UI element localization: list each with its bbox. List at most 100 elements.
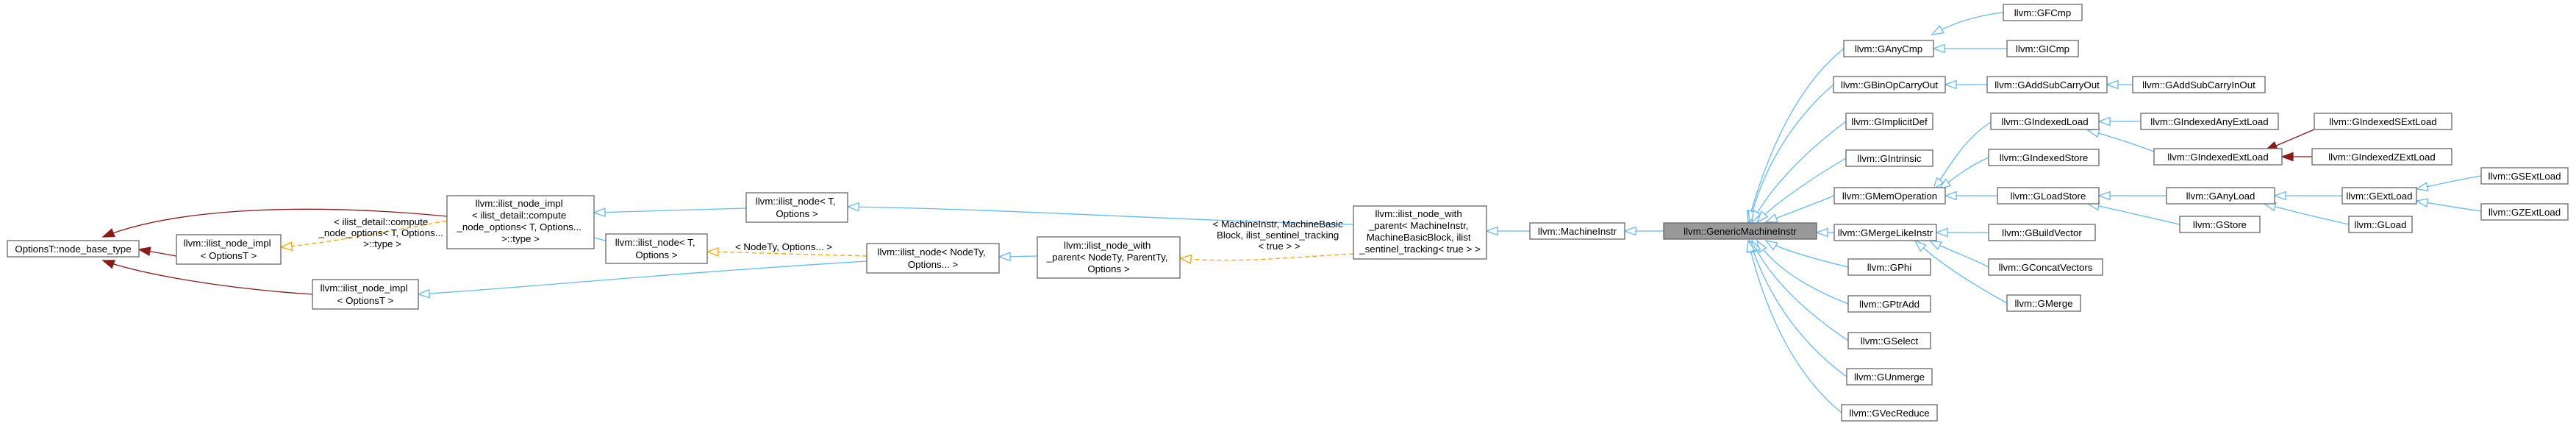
node-gunmerge[interactable]: llvm::GUnmerge	[1846, 368, 1933, 386]
edge-gindexedstore-to-gmemop	[1938, 157, 1989, 191]
edge-gunmerge-to-generic	[1748, 239, 1847, 377]
node-gptradd[interactable]: llvm::GPtrAdd	[1847, 295, 1931, 313]
node-ilist-node-nodety[interactable]: llvm::ilist_node< NodeTy, Options... >	[866, 243, 1000, 274]
node-gconcatvectors[interactable]: llvm::GConcatVectors	[1988, 258, 2103, 276]
svg-text:llvm::GPtrAdd: llvm::GPtrAdd	[1859, 299, 1920, 310]
node-gmergelikeinstr[interactable]: llvm::GMergeLikeInstr	[1833, 224, 1937, 241]
svg-text:llvm::GSExtLoad: llvm::GSExtLoad	[2488, 171, 2561, 182]
svg-text:llvm::GMemOperation: llvm::GMemOperation	[1842, 191, 1937, 202]
edge-gindexedextload-to-gindexedload	[2086, 128, 2155, 152]
edge-gimplicitdef-to-generic	[1751, 121, 1847, 224]
svg-text:llvm::GICmp: llvm::GICmp	[2016, 43, 2069, 54]
svg-text:llvm::GConcatVectors: llvm::GConcatVectors	[1999, 262, 2093, 273]
node-gphi[interactable]: llvm::GPhi	[1847, 258, 1931, 276]
svg-text:llvm::ilist_node< T,: llvm::ilist_node< T, Options >	[615, 237, 698, 260]
nodes: OptionsT::node_base_type llvm::ilist_nod…	[7, 4, 2569, 422]
node-gindexedload[interactable]: llvm::GIndexedLoad	[1990, 113, 2100, 130]
svg-text:llvm::ilist_node_impl: llvm::ilist_node_impl < ilist_detail::co…	[456, 198, 584, 244]
svg-text:llvm::GIndexedSExtLoad: llvm::GIndexedSExtLoad	[2329, 116, 2436, 127]
edge-gmerge-to-gmergelike	[1914, 239, 2008, 304]
edge-mi-parent-to-tmpl	[1178, 253, 1354, 264]
node-gindexedextload[interactable]: llvm::GIndexedExtLoad	[2153, 148, 2283, 166]
edge-gsextload-to-gextload	[2415, 175, 2482, 191]
node-gimplicitdef[interactable]: llvm::GImplicitDef	[1845, 113, 1933, 130]
node-gmerge[interactable]: llvm::GMerge	[2006, 294, 2081, 312]
node-gvecreduce[interactable]: llvm::GVecReduce	[1841, 404, 1938, 422]
node-gintrinsic[interactable]: llvm::GIntrinsic	[1845, 149, 1933, 167]
svg-text:llvm::GLoad: llvm::GLoad	[2355, 219, 2407, 230]
edge-nodety-to-ilist-node-T2	[706, 247, 867, 257]
svg-text:llvm::GSelect: llvm::GSelect	[1861, 336, 1919, 347]
node-gindexedzextload[interactable]: llvm::GIndexedZExtLoad	[2311, 148, 2452, 166]
svg-text:llvm::GExtLoad: llvm::GExtLoad	[2346, 191, 2412, 202]
node-ilist-node-impl-optionsT-bottom[interactable]: llvm::ilist_node_impl < OptionsT >	[312, 279, 419, 310]
node-gload[interactable]: llvm::GLoad	[2348, 216, 2413, 233]
svg-text:llvm::GMergeLikeInstr: llvm::GMergeLikeInstr	[1838, 227, 1933, 238]
svg-text:llvm::ilist_node_impl: llvm::ilist_node_impl < OptionsT >	[184, 238, 274, 261]
node-gfcmp[interactable]: llvm::GFCmp	[2003, 4, 2083, 21]
edge-gselect-to-generic	[1751, 239, 1849, 341]
svg-text:llvm::GAnyCmp: llvm::GAnyCmp	[1855, 43, 1922, 54]
node-gextload[interactable]: llvm::GExtLoad	[2341, 187, 2417, 205]
node-ilist-node-T-options-top[interactable]: llvm::ilist_node< T, Options >	[745, 192, 848, 223]
node-gindexedstore[interactable]: llvm::GIndexedStore	[1988, 149, 2100, 166]
node-ilist-node-with-parent-template[interactable]: llvm::ilist_node_with _parent< NodeTy, P…	[1037, 236, 1181, 279]
svg-text:llvm::GAnyLoad: llvm::GAnyLoad	[2186, 191, 2255, 202]
edge-gintrinsic-to-generic	[1756, 157, 1847, 224]
edge-gptradd-to-generic	[1756, 239, 1849, 305]
svg-text:llvm::GIndexedAnyExtLoad: llvm::GIndexedAnyExtLoad	[2150, 116, 2268, 127]
svg-text:llvm::GIndexedStore: llvm::GIndexedStore	[2000, 152, 2088, 163]
edge-label-compute-to-optionsT: < ilist_detail::compute _node_options< T…	[318, 216, 446, 249]
node-gsextload[interactable]: llvm::GSExtLoad	[2480, 167, 2569, 185]
node-ganyload[interactable]: llvm::GAnyLoad	[2166, 187, 2275, 205]
svg-text:llvm::MachineInstr: llvm::MachineInstr	[1538, 226, 1617, 237]
node-machine-instr[interactable]: llvm::MachineInstr	[1529, 222, 1625, 240]
svg-text:llvm::ilist_node_with: llvm::ilist_node_with _parent< NodeTy, P…	[1046, 240, 1170, 274]
node-gicmp[interactable]: llvm::GICmp	[2006, 40, 2079, 57]
edge-ilist-node-T-to-compute	[593, 207, 747, 217]
svg-text:llvm::GMerge: llvm::GMerge	[2014, 298, 2072, 309]
edge-gstore-to-gloadstore	[2086, 201, 2180, 225]
svg-text:llvm::GIndexedExtLoad: llvm::GIndexedExtLoad	[2167, 152, 2268, 163]
node-gaddsubcarryinout[interactable]: llvm::GAddSubCarryInOut	[2132, 76, 2266, 93]
edge-gmemop-to-generic	[1764, 195, 1835, 223]
svg-text:llvm::GPhi: llvm::GPhi	[1867, 262, 1912, 273]
svg-text:llvm::ilist_node< T,: llvm::ilist_node< T, Options >	[756, 196, 838, 219]
node-options-node-base-type[interactable]: OptionsT::node_base_type	[7, 240, 140, 258]
node-ilist-node-impl-compute[interactable]: llvm::ilist_node_impl < ilist_detail::co…	[446, 195, 595, 249]
edge-gconcatvectors-to-gmergelike	[1928, 240, 1989, 268]
edge-tmpl-to-nodety	[998, 252, 1038, 262]
node-gstore[interactable]: llvm::GStore	[2179, 216, 2261, 233]
edge-gload-to-ganyload	[2263, 202, 2350, 225]
edge-label-mi-to-tmpl: < MachineInstr, MachineBasic Block, ilis…	[1213, 219, 1346, 252]
svg-text:llvm::GBinOpCarryOut: llvm::GBinOpCarryOut	[1841, 79, 1939, 90]
node-ilist-node-T-options-lower[interactable]: llvm::ilist_node< T, Options >	[605, 233, 708, 264]
svg-text:llvm::GIndexedZExtLoad: llvm::GIndexedZExtLoad	[2328, 152, 2436, 163]
node-gindexedanyextload[interactable]: llvm::GIndexedAnyExtLoad	[2140, 113, 2279, 130]
node-gselect[interactable]: llvm::GSelect	[1847, 332, 1931, 349]
edge-gindexedload-to-gmemop	[1932, 121, 1992, 191]
node-gmemoperation[interactable]: llvm::GMemOperation	[1833, 187, 1946, 205]
svg-text:OptionsT::node_base_type: OptionsT::node_base_type	[15, 244, 131, 255]
node-ilist-node-impl-optionsT-left[interactable]: llvm::ilist_node_impl < OptionsT >	[176, 234, 282, 265]
svg-text:llvm::GZExtLoad: llvm::GZExtLoad	[2489, 207, 2561, 218]
edge-gbinop-to-generic	[1747, 84, 1834, 224]
edge-gvecreduce-to-generic	[1746, 239, 1842, 413]
svg-text:llvm::GUnmerge: llvm::GUnmerge	[1854, 372, 1925, 383]
node-gzextload[interactable]: llvm::GZExtLoad	[2480, 203, 2569, 221]
node-gbinopcarryout[interactable]: llvm::GBinOpCarryOut	[1833, 76, 1946, 93]
node-ganycmp[interactable]: llvm::GAnyCmp	[1843, 40, 1934, 57]
node-gindexedsextload[interactable]: llvm::GIndexedSExtLoad	[2314, 113, 2452, 130]
edge-mi-parent-to-ilist-node-T	[846, 202, 1354, 225]
node-gaddsubcarryout[interactable]: llvm::GAddSubCarryOut	[1986, 76, 2108, 93]
node-ilist-node-with-parent-machineinstr[interactable]: llvm::ilist_node_with _parent< MachineIn…	[1353, 205, 1487, 260]
svg-text:llvm::GStore: llvm::GStore	[2193, 219, 2247, 230]
node-gbuildvector[interactable]: llvm::GBuildVector	[1988, 224, 2096, 241]
edge-nodety-to-ilist-impl-bottom	[417, 260, 867, 299]
node-generic-machine-instr[interactable]: llvm::GenericMachineInstr	[1663, 222, 1817, 240]
svg-text:llvm::GIntrinsic: llvm::GIntrinsic	[1857, 153, 1922, 164]
edge-gfcmp-to-ganycmp	[1931, 12, 2004, 35]
node-gloadstore[interactable]: llvm::GLoadStore	[1997, 187, 2100, 205]
svg-text:llvm::GAddSubCarryOut: llvm::GAddSubCarryOut	[1994, 79, 2100, 90]
